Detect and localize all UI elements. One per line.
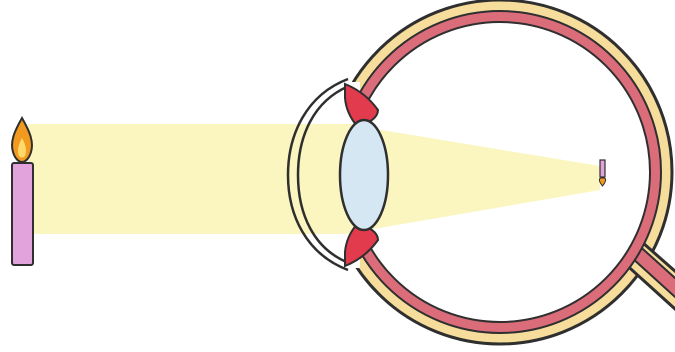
candle	[12, 163, 33, 265]
lens	[340, 120, 388, 230]
inverted-image	[599, 160, 605, 186]
